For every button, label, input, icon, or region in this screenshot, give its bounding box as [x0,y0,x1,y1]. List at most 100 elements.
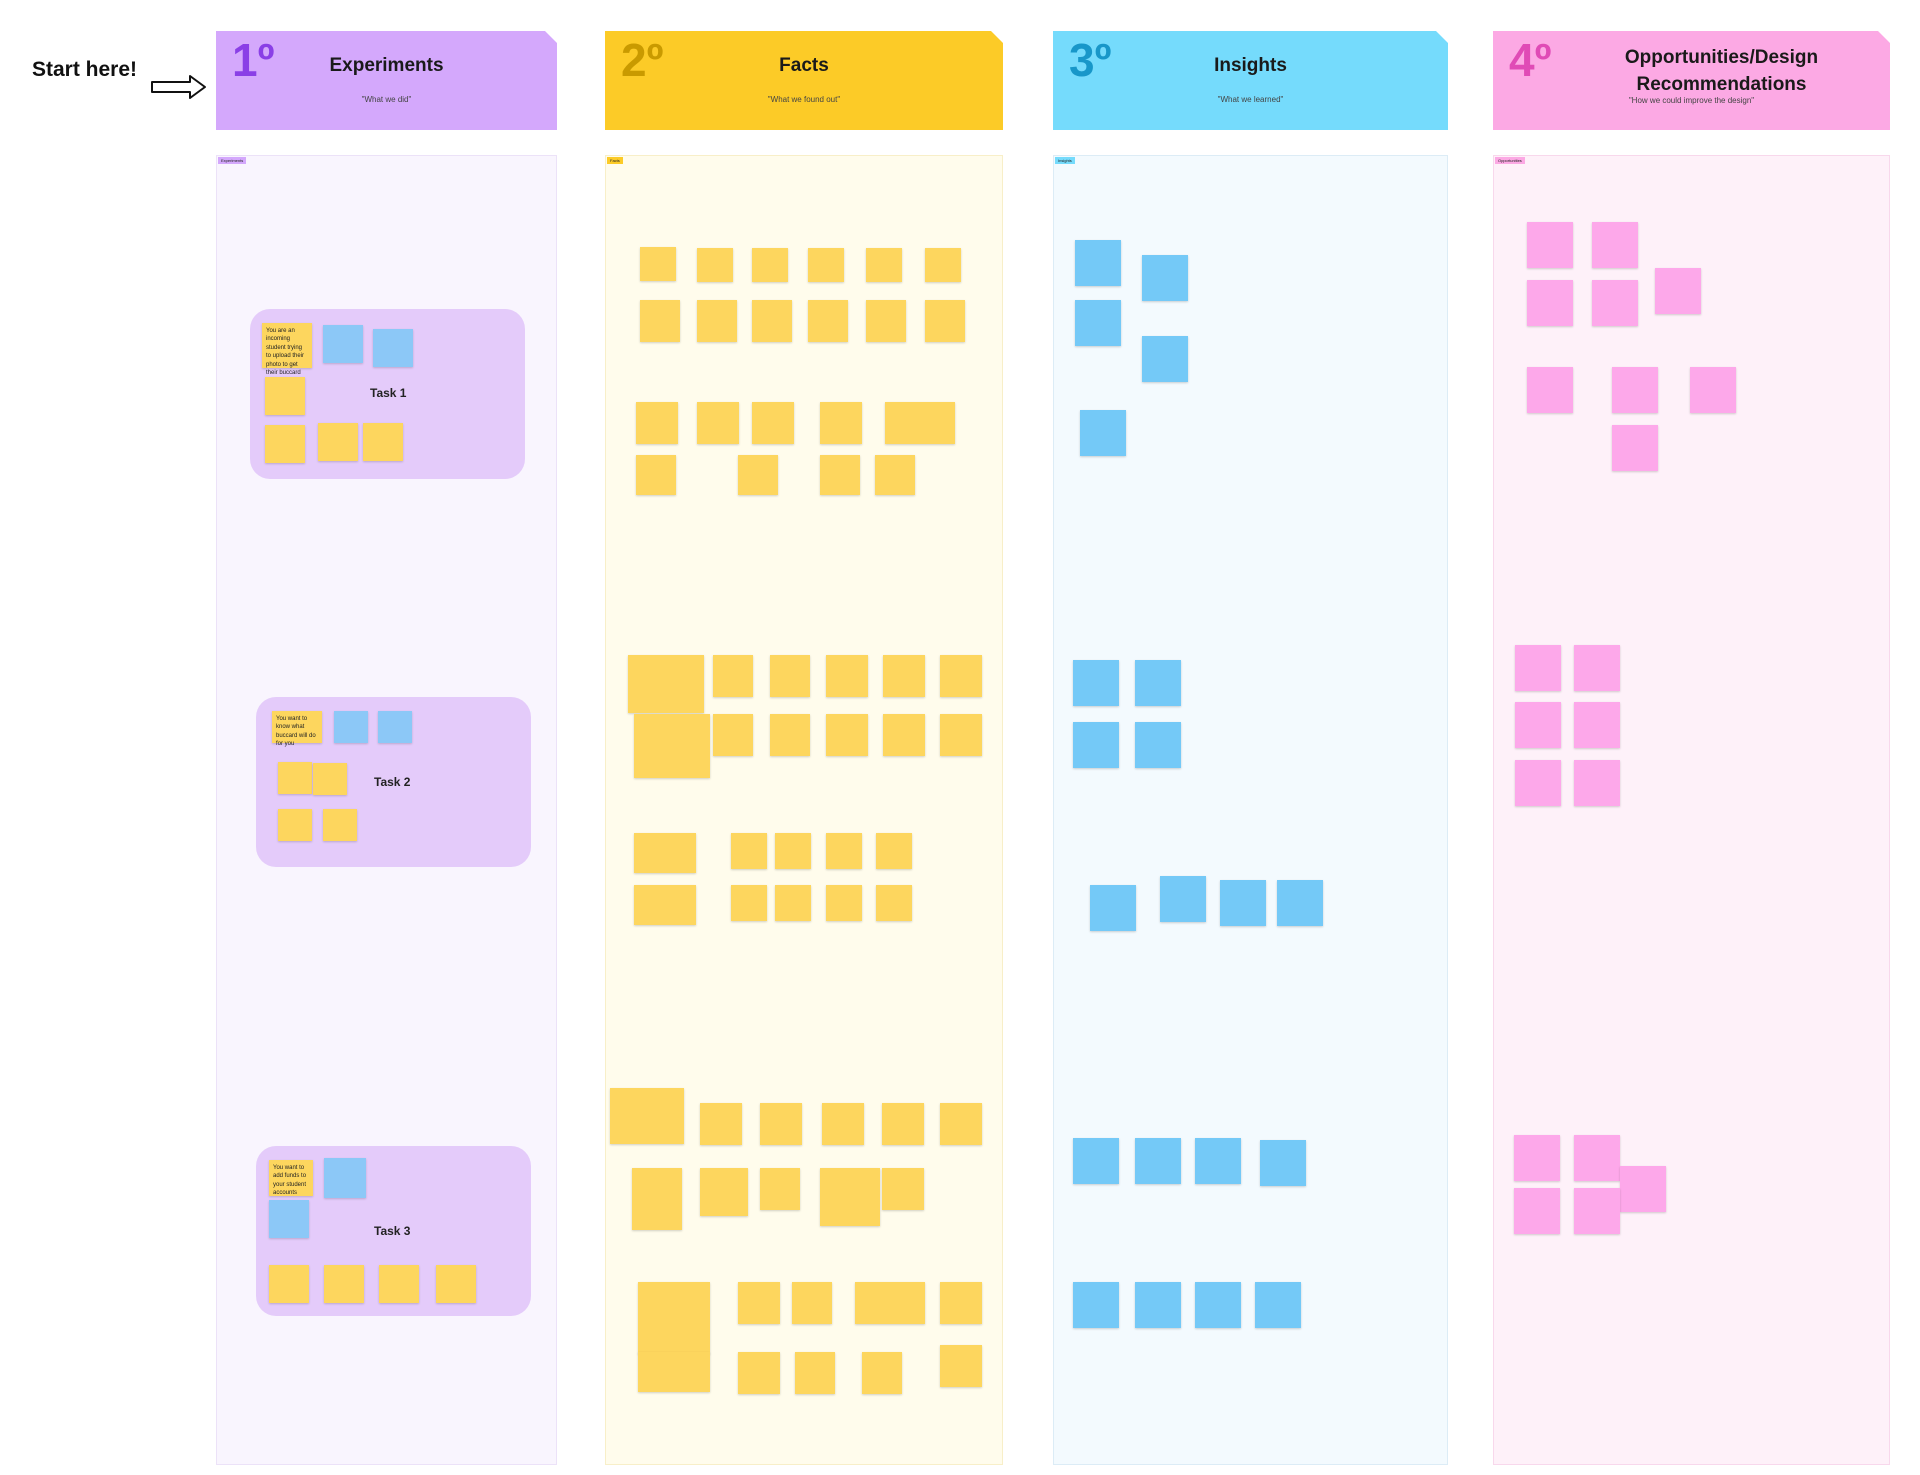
sticky-note[interactable] [265,377,305,415]
sticky-note[interactable] [866,300,906,342]
sticky-note[interactable] [940,1282,982,1324]
sticky-note[interactable] [610,1088,684,1144]
sticky-note[interactable] [760,1103,802,1145]
sticky-note[interactable] [1135,660,1181,706]
sticky-note[interactable] [638,1352,710,1392]
sticky-note[interactable] [883,655,925,697]
sticky-note[interactable] [628,655,704,713]
sticky-note[interactable] [752,300,792,342]
sticky-note[interactable] [1515,760,1561,806]
sticky-note[interactable] [324,1158,366,1198]
sticky-note[interactable] [855,1282,925,1324]
sticky-note[interactable] [713,714,753,756]
sticky-note[interactable] [862,1352,902,1394]
sticky-note[interactable] [940,1103,982,1145]
sticky-note[interactable] [1527,222,1573,268]
sticky-note[interactable] [1515,645,1561,691]
sticky-note[interactable] [1160,876,1206,922]
sticky-note[interactable] [373,329,413,367]
sticky-note[interactable] [636,455,676,495]
sticky-note[interactable] [324,1265,364,1303]
sticky-note[interactable] [1574,1135,1620,1181]
sticky-note[interactable] [334,711,368,743]
sticky-note[interactable] [1220,880,1266,926]
sticky-note[interactable] [1142,336,1188,382]
sticky-note[interactable] [1515,702,1561,748]
sticky-note[interactable] [1075,240,1121,286]
sticky-note[interactable] [775,885,811,921]
sticky-note[interactable] [940,1345,982,1387]
sticky-note[interactable] [1073,722,1119,768]
sticky-note[interactable] [265,425,305,463]
sticky-note[interactable] [1135,1282,1181,1328]
sticky-note[interactable] [1612,425,1658,471]
task-group-1[interactable]: You are an incoming student trying to up… [250,309,525,479]
sticky-note[interactable] [697,300,737,342]
sticky-note[interactable] [1592,222,1638,268]
sticky-note[interactable] [826,714,868,756]
sticky-note[interactable] [808,248,844,282]
sticky-note[interactable] [1514,1135,1560,1181]
sticky-note[interactable] [700,1103,742,1145]
header-facts[interactable]: 2º Facts "What we found out" [605,31,1003,130]
sticky-note[interactable] [1612,367,1658,413]
task-group-3[interactable]: You want to add funds to your student ac… [256,1146,531,1316]
sticky-note[interactable] [1255,1282,1301,1328]
sticky-note[interactable] [738,455,778,495]
sticky-note[interactable] [1574,702,1620,748]
sticky-note[interactable] [1090,885,1136,931]
sticky-note[interactable] [826,885,862,921]
sticky-note[interactable] [1142,255,1188,301]
sticky-note[interactable] [1195,1138,1241,1184]
header-opportunities[interactable]: 4º Opportunities/Design Recommendations … [1493,31,1890,130]
sticky-note[interactable] [876,833,912,869]
sticky-note[interactable] [883,714,925,756]
sticky-note[interactable] [940,714,982,756]
column-insights[interactable]: Insights [1053,155,1448,1465]
sticky-note[interactable] [1277,880,1323,926]
sticky-note[interactable] [822,1103,864,1145]
sticky-note[interactable] [925,248,961,282]
column-facts[interactable]: Facts [605,155,1003,1465]
sticky-note[interactable] [634,833,696,873]
sticky-note[interactable] [752,402,794,444]
sticky-note[interactable] [638,1282,710,1354]
sticky-note[interactable] [378,711,412,743]
sticky-note[interactable] [731,885,767,921]
sticky-note[interactable] [713,655,753,697]
sticky-note[interactable] [1073,1282,1119,1328]
sticky-note[interactable] [636,402,678,444]
sticky-note[interactable] [323,325,363,363]
task-prompt-note[interactable]: You are an incoming student trying to up… [262,323,312,376]
sticky-note[interactable] [795,1352,835,1394]
sticky-note[interactable] [1073,1138,1119,1184]
sticky-note[interactable] [269,1200,309,1238]
task-prompt-note[interactable]: You want to know what buccard will do fo… [272,711,322,747]
sticky-note[interactable] [826,833,862,869]
sticky-note[interactable] [876,885,912,921]
sticky-note[interactable] [1527,280,1573,326]
sticky-note[interactable] [640,300,680,342]
sticky-note[interactable] [808,300,848,342]
sticky-note[interactable] [738,1352,780,1394]
sticky-note[interactable] [1655,268,1701,314]
sticky-note[interactable] [875,455,915,495]
sticky-note[interactable] [882,1103,924,1145]
sticky-note[interactable] [792,1282,832,1324]
sticky-note[interactable] [278,809,312,841]
sticky-note[interactable] [634,885,696,925]
sticky-note[interactable] [697,402,739,444]
sticky-note[interactable] [1592,280,1638,326]
sticky-note[interactable] [1574,1188,1620,1234]
sticky-note[interactable] [1260,1140,1306,1186]
sticky-note[interactable] [1527,367,1573,413]
sticky-note[interactable] [752,248,788,282]
sticky-note[interactable] [1075,300,1121,346]
sticky-note[interactable] [940,655,982,697]
sticky-note[interactable] [820,455,860,495]
sticky-note[interactable] [313,763,347,795]
task-group-2[interactable]: You want to know what buccard will do fo… [256,697,531,867]
sticky-note[interactable] [1620,1166,1666,1212]
sticky-note[interactable] [323,809,357,841]
sticky-note[interactable] [738,1282,780,1324]
